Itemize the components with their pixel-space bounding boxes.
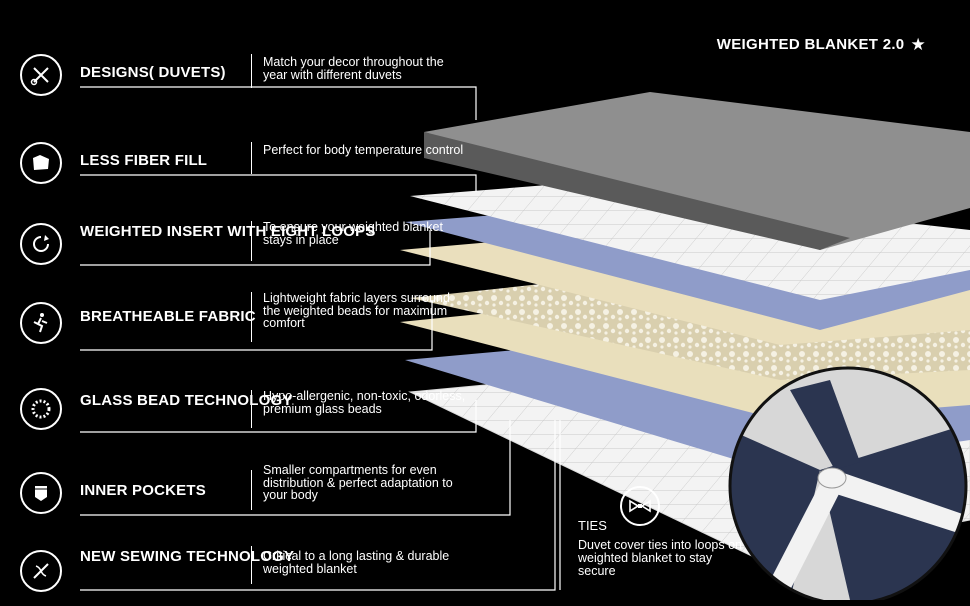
feature-label: INNER POCKETS <box>80 482 206 499</box>
top-white-layer <box>410 184 970 300</box>
feature-label: WEIGHTED INSERT WITH EIGHT LOOPS <box>80 223 376 240</box>
scissors-pencil-icon <box>20 54 62 96</box>
divider <box>251 292 252 342</box>
feature-desc: To ensure your weighted blanket stays in… <box>263 220 443 247</box>
bead-ring-icon <box>20 388 62 430</box>
connector-lines <box>80 86 561 591</box>
feature-desc: Critical to a long lasting & durable wei… <box>263 549 450 576</box>
glass-bead-layer <box>410 282 970 380</box>
bow-tie-icon <box>620 486 660 526</box>
divider <box>251 54 252 88</box>
divider <box>251 470 252 510</box>
gray-duvet-fold <box>424 132 850 250</box>
star-icon: ★ <box>910 35 926 54</box>
feature-glass-bead: GLASS BEAD TECHNOLOGY Hypo-allergenic, n… <box>0 388 480 450</box>
ties-desc: Duvet cover ties into loops on weighted … <box>578 538 742 578</box>
feature-label: LESS FIBER FILL <box>80 152 208 169</box>
divider <box>251 142 252 174</box>
gray-duvet-cover <box>424 92 970 250</box>
divider <box>251 221 252 261</box>
ties-callout: TIES Duvet cover ties into loops on weig… <box>578 518 748 578</box>
feature-breatheable: BREATHEABLE FABRIC Lightweight fabric la… <box>0 292 480 352</box>
divider <box>251 390 252 428</box>
feature-label: GLASS BEAD TECHNOLOGY <box>80 392 293 409</box>
fabric-icon <box>20 142 62 184</box>
feature-inner-pockets: INNER POCKETS Smaller compartments for e… <box>0 464 480 530</box>
feature-desc: Lightweight fabric layers surround the w… <box>263 291 450 330</box>
needle-thread-icon <box>20 550 62 592</box>
feature-label: DESIGNS( DUVETS) <box>80 64 226 81</box>
loop-icon <box>20 223 62 265</box>
feature-desc: Smaller compartments for even distributi… <box>263 463 453 502</box>
ties-title: TIES <box>578 518 607 533</box>
product-title-text: WEIGHTED BLANKET 2.0 <box>716 36 905 53</box>
feature-weighted-insert: WEIGHTED INSERT WITH EIGHT LOOPS To ensu… <box>0 221 480 281</box>
upper-blue-layer <box>405 210 970 330</box>
product-title: WEIGHTED BLANKET 2.0 ★ <box>717 36 926 53</box>
feature-desc: Perfect for body temperature control <box>263 143 464 157</box>
feature-desc: Hypo-allergenic, non-toxic, odorless, pr… <box>263 389 466 416</box>
feature-label: BREATHEABLE FABRIC <box>80 308 256 325</box>
pocket-icon <box>20 472 62 514</box>
feature-less-fiber: LESS FIBER FILL Perfect for body tempera… <box>0 142 480 202</box>
divider <box>251 546 252 584</box>
feature-designs: DESIGNS( DUVETS) Match your decor throug… <box>0 54 480 114</box>
feature-new-sewing: NEW SEWING TECHNOLOGY Critical to a long… <box>0 546 480 606</box>
airflow-icon <box>20 302 62 344</box>
feature-desc: Match your decor throughout the year wit… <box>263 55 444 82</box>
feature-label: NEW SEWING TECHNOLOGY <box>80 548 295 565</box>
